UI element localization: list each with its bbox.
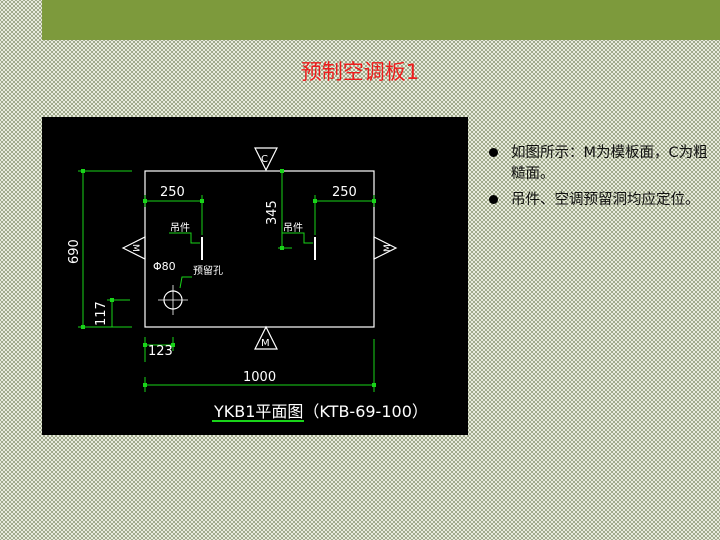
mark-c-triangle (254, 147, 278, 172)
label-hole-diameter: Φ80 (153, 260, 176, 273)
note-text: 如图所示：M为模板面，C为粗糙面。 (511, 145, 708, 182)
plan-drawing-svg: 250 250 345 690 117 123 1000 吊件 吊件 Φ80 预… (67, 147, 428, 422)
dim-345: 345 (265, 200, 280, 225)
mark-m-bottom-label: M (261, 338, 270, 349)
cad-drawing: 250 250 345 690 117 123 1000 吊件 吊件 Φ80 预… (42, 117, 468, 435)
dim-250-right: 250 (332, 185, 357, 200)
top-banner (42, 0, 720, 40)
bullet-dot-icon (489, 195, 498, 204)
notes-list: 如图所示：M为模板面，C为粗糙面。 吊件、空调预留洞均应定位。 (486, 142, 711, 215)
mark-m-right-triangle (373, 236, 398, 260)
drawing-caption: YKB1平面图（KTB-69-100） (213, 402, 428, 421)
slide-title: 预制空调板1 (300, 60, 420, 84)
mark-c-label: C (261, 154, 268, 165)
mark-m-right-label: M (383, 244, 393, 252)
label-reserved-hole: 预留孔 (193, 264, 223, 277)
label-lifting-right: 吊件 (283, 222, 303, 234)
bullet-dot-icon (489, 148, 498, 157)
note-text: 吊件、空调预留洞均应定位。 (511, 192, 700, 208)
list-item: 如图所示：M为模板面，C为粗糙面。 (486, 142, 711, 184)
mark-m-left-label: M (130, 244, 140, 252)
label-lifting-left: 吊件 (170, 222, 190, 234)
dim-117: 117 (94, 301, 109, 326)
dim-1000: 1000 (243, 370, 276, 385)
dim-123: 123 (148, 344, 173, 359)
mark-m-bottom-triangle (254, 325, 278, 350)
dim-250-left: 250 (160, 185, 185, 200)
dim-690: 690 (67, 239, 82, 264)
list-item: 吊件、空调预留洞均应定位。 (486, 189, 711, 210)
mark-m-left-triangle (121, 236, 146, 260)
